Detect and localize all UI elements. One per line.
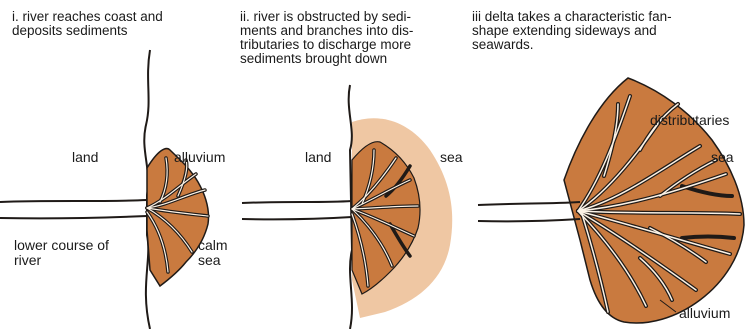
panel-1-sea-label: calm sea (198, 238, 228, 268)
panel-1-land-label: land (72, 150, 98, 165)
panel-3-river-bank-top (478, 202, 580, 205)
panel-2-sea-label: sea (440, 150, 463, 165)
panel-1-river-bank-top (0, 200, 147, 202)
panel-3-caption: iii delta takes a characteristic fan- sh… (472, 10, 742, 52)
panel-2-river-bank-top (242, 201, 352, 203)
panel-3-sea-label: sea (711, 150, 734, 165)
panel-2-land-label: land (305, 150, 331, 165)
panel-3-alluvium-label: alluvium (679, 306, 730, 321)
panel-2-caption: ii. river is obstructed by sedi- ments a… (240, 10, 465, 66)
panel-1-drawing (0, 50, 209, 329)
panel-2-drawing (242, 85, 452, 329)
panel-1-river-label: lower course of river (14, 238, 109, 268)
panel-1-river-bank-bottom (0, 216, 147, 218)
panel-3-distributaries-label: distributaries (650, 113, 729, 128)
panel-1-caption: i. river reaches coast and deposits sedi… (12, 10, 217, 38)
panel-1-alluvium-label: alluvium (174, 150, 225, 165)
panel-2-river-bank-bottom (242, 217, 352, 219)
panel-3-river-bank-bottom (478, 219, 580, 221)
